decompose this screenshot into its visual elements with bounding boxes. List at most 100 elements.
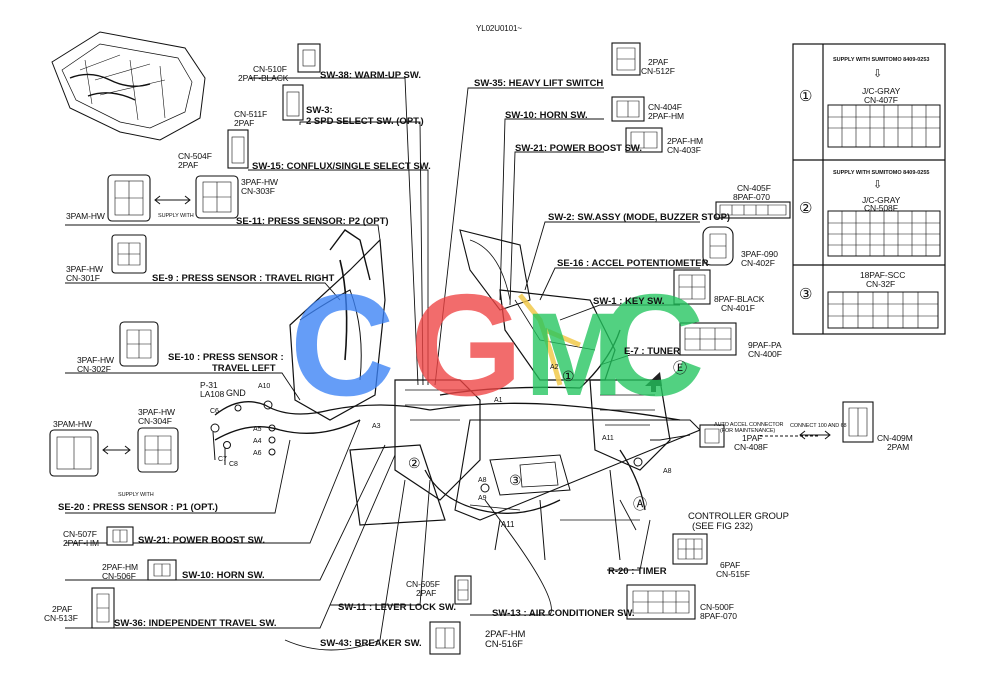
excavator-thumbnail: [51, 31, 206, 141]
cn403f-type: 2PAF-HM: [667, 136, 703, 146]
e7-label: E-7 : TUNER: [624, 346, 680, 357]
cn510f-label: CN-510F: [253, 64, 287, 74]
connector-glyphs: [49, 42, 874, 655]
wire-harness: [214, 329, 681, 514]
callout-c6: C6: [210, 408, 219, 415]
cn408f-type: 1PAF: [742, 433, 763, 443]
cn515f-label: CN-515F: [716, 569, 750, 579]
callout-a6: A6: [253, 450, 262, 457]
cn506f-label: CN-506F: [102, 571, 136, 581]
cn405f-type: 8PAF-070: [733, 192, 770, 202]
sw21-left-label: SW-21: POWER BOOST SW.: [138, 535, 266, 546]
cn511f-label: CN-511F: [234, 109, 268, 119]
se11-label: SE-11: PRESS SENSOR: P2 (OPT): [236, 216, 389, 227]
panel2-supply: SUPPLY WITH SUMITOMO 8409-0255: [833, 170, 930, 176]
cn404f-label: CN-404F: [648, 102, 682, 112]
callout-circle-e: Ⓔ: [673, 360, 687, 376]
cn505f-type: 2PAF: [416, 588, 437, 598]
callout-a5: A5: [253, 426, 262, 433]
cn401f-label: CN-401F: [721, 303, 755, 313]
cn303f-type: 3PAF-HW: [241, 177, 278, 187]
sw1-label: SW-1 : KEY SW.: [593, 296, 665, 307]
controller-fig: (SEE FIG 232): [692, 521, 753, 532]
cn513f-type: 2PAF: [52, 604, 73, 614]
cn401f-type: 8PAF-BLACK: [714, 294, 765, 304]
panel-marker-3: ③: [799, 286, 813, 303]
sw13-label: SW-13 : AIR CONDITIONER SW.: [492, 608, 635, 619]
cn400f-label: CN-400F: [748, 349, 782, 359]
cn515f-type: 6PAF: [720, 560, 741, 570]
callout-circle-2: ②: [408, 455, 421, 471]
highlight-overlay: [518, 293, 581, 386]
callout-a8-mid: A8: [478, 477, 487, 484]
cn511f-type: 2PAF: [234, 118, 255, 128]
cn303f-label: CN-303F: [241, 186, 275, 196]
cn409m-label: CN-409M: [877, 433, 913, 443]
sw10-right-label: SW-10: HORN SW.: [505, 110, 588, 121]
cn402f-type: 3PAF-090: [741, 249, 778, 259]
sw10-left-label: SW-10: HORN SW.: [182, 570, 265, 581]
cn504f-type: 2PAF: [178, 160, 199, 170]
sw38-label: SW-38: WARM-UP SW.: [320, 70, 421, 81]
pam-hw-label-2: 3PAM-HW: [53, 419, 92, 429]
callout-a9: A9: [478, 495, 487, 502]
cab-assembly: [289, 229, 701, 561]
pam-hw-label-1: 3PAM-HW: [66, 211, 105, 221]
sw21-right-label: SW-21: POWER BOOST SW.: [515, 143, 643, 154]
panel-marker-2: ②: [799, 200, 813, 217]
cn506f-type: 2PAF-HM: [102, 562, 138, 572]
supply-with-1: SUPPLY WITH: [158, 213, 194, 219]
cn507f-type: 2PAF-HM: [63, 538, 99, 548]
p31-code: LA108: [200, 389, 225, 399]
panel1-cn: CN-407F: [864, 95, 898, 105]
cn513f-label: CN-513F: [44, 613, 78, 623]
cn400f-type: 9PAF-PA: [748, 340, 782, 350]
panel2-cn: CN-508F: [864, 203, 898, 213]
header-code: YL02U0101~: [476, 24, 522, 33]
panel1-name: J/C-GRAY: [862, 86, 901, 96]
se9-label: SE-9 : PRESS SENSOR : TRAVEL RIGHT: [152, 273, 335, 284]
arrow-e: [645, 372, 662, 392]
sensor-rings: [210, 400, 643, 493]
cn409m-type: 2PAM: [887, 442, 910, 452]
panel3-cn: CN-32F: [866, 279, 896, 289]
callout-c7: C7: [218, 456, 227, 463]
panel2-name: J/C-GRAY: [862, 195, 901, 205]
cn301f-label: CN-301F: [66, 273, 100, 283]
cn302f-type: 3PAF-HW: [77, 355, 114, 365]
sw2-label: SW-2: SW.ASSY (MODE, BUZZER STOP): [548, 212, 731, 223]
cn504f-label: CN-504F: [178, 151, 212, 161]
callout-c8: C8: [229, 461, 238, 468]
callout-a8-right: A8: [663, 468, 672, 475]
panel2-arrow: ⇩: [873, 179, 883, 191]
callout-a11-bottom: A11: [501, 520, 515, 529]
panel3-name: 18PAF-SCC: [860, 270, 906, 280]
connect-note: CONNECT 100 AND 68: [790, 423, 847, 429]
cn516f-type: 2PAF-HM: [485, 629, 526, 640]
callout-a10: A10: [258, 383, 271, 390]
cn405f-label: CN-405F: [737, 183, 771, 193]
sw11-label: SW-11 : LEVER LOCK SW.: [338, 602, 457, 613]
se10-label: SE-10 : PRESS SENSOR :: [168, 352, 284, 363]
cn304f-label: CN-304F: [138, 416, 172, 426]
r20-label: R-20 : TIMER: [608, 566, 667, 577]
gnd-label: GND: [226, 388, 246, 398]
sw35-label: SW-35: HEAVY LIFT SWITCH: [474, 78, 604, 89]
double-arrows: [102, 195, 831, 455]
p31-label: P-31: [200, 380, 218, 390]
sw15-label: SW-15: CONFLUX/SINGLE SELECT SW.: [252, 161, 431, 172]
cn304f-type: 3PAF-HW: [138, 407, 175, 417]
sw3-desc: 2 SPD SELECT SW. (OPT.): [306, 116, 424, 127]
right-reference-panel: [792, 43, 946, 335]
se16-label: SE-16 : ACCEL POTENTIOMETER: [557, 258, 709, 269]
cn301f-type: 3PAF-HW: [66, 264, 103, 274]
panel-marker-1: ①: [799, 88, 813, 105]
cn402f-label: CN-402F: [741, 258, 775, 268]
callout-a2: A2: [550, 364, 559, 371]
sw43-label: SW-43: BREAKER SW.: [320, 638, 422, 649]
sw36-label: SW-36: INDEPENDENT TRAVEL SW.: [114, 618, 277, 629]
callout-a11-right: A11: [602, 435, 614, 442]
se20-label: SE-20 : PRESS SENSOR : P1 (OPT.): [58, 502, 218, 513]
